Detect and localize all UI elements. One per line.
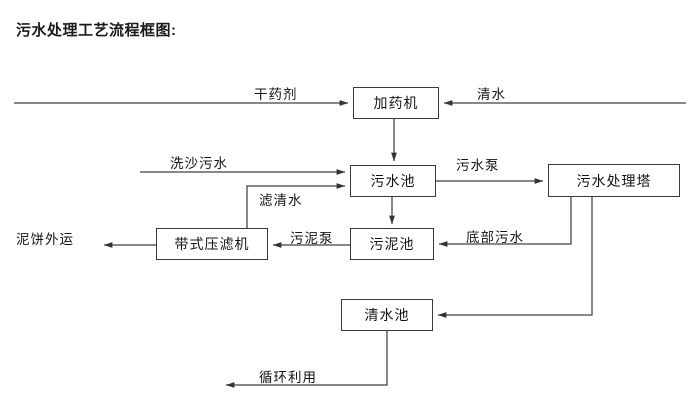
node-belt-filter-press[interactable]: 带式压滤机 [156,228,268,260]
page-title: 污水处理工艺流程框图: [16,22,177,39]
node-sewage-pool-label: 污水池 [370,173,416,189]
label-bottom-sewage: 底部污水 [466,230,524,245]
node-sludge-pool-label: 污泥池 [369,236,415,252]
label-sand-wash-sewage: 洗沙污水 [170,156,228,171]
node-treatment-tower-label: 污水处理塔 [576,172,652,189]
label-dry-agent: 干药剂 [254,87,298,102]
node-dosing-machine[interactable]: 加药机 [353,87,439,119]
node-treatment-tower[interactable]: 污水处理塔 [548,164,680,197]
edge-filtered-clear-water [246,183,346,228]
node-dosing-machine-label: 加药机 [373,95,419,111]
node-sludge-pool[interactable]: 污泥池 [350,228,434,260]
node-clearwater-pool[interactable]: 清水池 [341,299,433,331]
label-mud-cake-out: 泥饼外运 [16,232,74,247]
label-filtered-clear-water: 滤清水 [259,193,303,208]
node-belt-filter-press-label: 带式压滤机 [174,236,250,252]
node-clearwater-pool-label: 清水池 [364,307,410,323]
node-sewage-pool[interactable]: 污水池 [350,165,436,197]
edge-tower-to-clearwater [437,197,593,318]
edge-bottom-sewage [438,197,572,247]
label-sewage-pump: 污水泵 [456,158,500,173]
edge-recycle-use [225,331,388,388]
label-clean-water-in: 清水 [477,87,506,102]
label-sludge-pump: 污泥泵 [290,231,334,246]
label-recycle-use: 循环利用 [259,370,317,385]
